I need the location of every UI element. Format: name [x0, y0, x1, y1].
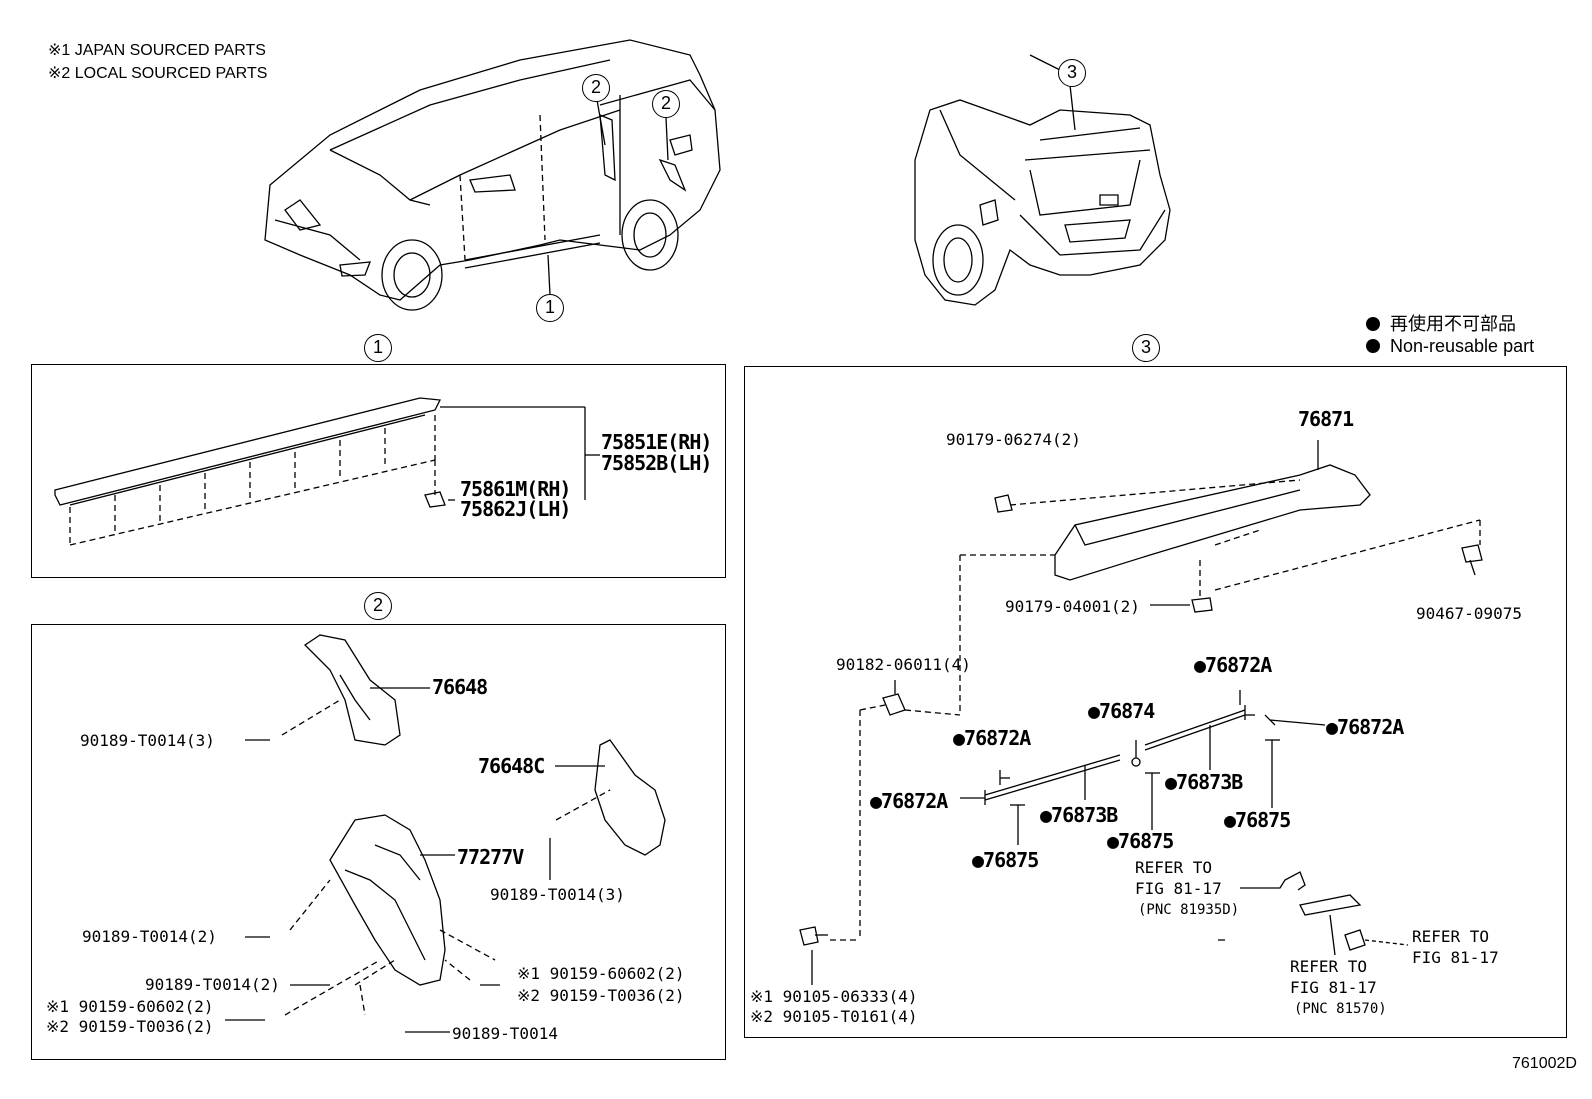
part-76871[interactable]: 76871	[1298, 407, 1354, 431]
refer-pnc-1[interactable]: (PNC 81935D)	[1138, 902, 1240, 918]
callout-3-panel: 3	[1132, 334, 1160, 362]
part-76874[interactable]: ●76874	[1088, 699, 1155, 723]
callout-3-car: 3	[1058, 59, 1086, 87]
part-76875-c[interactable]: ●76875	[972, 848, 1039, 872]
part-77277v[interactable]: 77277V	[457, 845, 524, 869]
callout-1-car: 1	[536, 294, 564, 322]
note-local-sourced: ※2 LOCAL SOURCED PARTS	[48, 65, 268, 82]
part-90159-t0036-right[interactable]: ※2 90159-T0036(2)	[517, 986, 685, 1005]
spoiler-drawing	[799, 440, 1483, 985]
part-90467-09075[interactable]: 90467-09075	[1416, 604, 1522, 623]
part-76648c[interactable]: 76648C	[478, 754, 545, 778]
part-90189-t0014-3-a[interactable]: 90189-T0014(3)	[80, 731, 215, 750]
part-90159-t0036-left[interactable]: ※2 90159-T0036(2)	[46, 1017, 214, 1036]
panel-1-frame	[31, 364, 726, 578]
part-90189-t0014-3-b[interactable]: 90189-T0014(3)	[490, 885, 625, 904]
refer-fig-3[interactable]: FIG 81-17	[1412, 948, 1499, 967]
car-front-illustration	[264, 39, 721, 311]
refer-fig-2[interactable]: FIG 81-17	[1290, 978, 1377, 997]
part-90179-04001[interactable]: 90179-04001(2)	[1005, 597, 1140, 616]
car-rear-illustration	[914, 54, 1171, 306]
part-90182-06011[interactable]: 90182-06011(4)	[836, 655, 971, 674]
part-76648[interactable]: 76648	[432, 675, 488, 699]
part-90179-06274[interactable]: 90179-06274(2)	[946, 430, 1081, 449]
part-75862j-lh[interactable]: 75862J(LH)	[460, 497, 571, 521]
legend-en: Non-reusable part	[1366, 336, 1534, 357]
refer-pnc-2[interactable]: (PNC 81570)	[1294, 1001, 1387, 1017]
part-76872a-mid[interactable]: ●76872A	[953, 726, 1031, 750]
callout-2-car-a: 2	[582, 74, 610, 102]
part-90189-t0014-2-b[interactable]: 90189-T0014(2)	[145, 975, 280, 994]
part-75851e-rh[interactable]: 75851E(RH)	[601, 430, 712, 454]
refer-to-1[interactable]: REFER TO	[1135, 858, 1213, 877]
part-90105-06333[interactable]: ※1 90105-06333(4)	[750, 987, 918, 1006]
refer-fig-1[interactable]: FIG 81-17	[1135, 879, 1222, 898]
figure-id: 761002D	[1512, 1055, 1577, 1072]
callout-2-car-b: 2	[652, 90, 680, 118]
part-76873b-right[interactable]: ●76873B	[1165, 770, 1243, 794]
part-76872a-right[interactable]: ●76872A	[1326, 715, 1404, 739]
note-japan-sourced: ※1 JAPAN SOURCED PARTS	[48, 42, 266, 59]
non-reusable-dot-icon	[1366, 339, 1380, 353]
panel-3-frame	[744, 366, 1567, 1038]
part-90189-t0014[interactable]: 90189-T0014	[452, 1024, 558, 1043]
part-75852b-lh[interactable]: 75852B(LH)	[601, 451, 712, 475]
part-76873b-left[interactable]: ●76873B	[1040, 803, 1118, 827]
refer-to-3[interactable]: REFER TO	[1412, 927, 1490, 946]
callout-2-panel: 2	[364, 592, 392, 620]
non-reusable-dot-icon	[1366, 317, 1380, 331]
mudguard-drawing	[225, 634, 666, 1033]
legend-jp: 再使用不可部品	[1366, 310, 1516, 336]
rocker-moulding-drawing	[54, 397, 600, 546]
part-76872a-top[interactable]: ●76872A	[1194, 653, 1272, 677]
part-75861m-rh[interactable]: 75861M(RH)	[460, 477, 571, 501]
part-90159-60602-right[interactable]: ※1 90159-60602(2)	[517, 964, 685, 983]
refer-to-2[interactable]: REFER TO	[1290, 957, 1368, 976]
part-76872a-left[interactable]: ●76872A	[870, 789, 948, 813]
part-76875-a[interactable]: ●76875	[1224, 808, 1291, 832]
panel-2-frame	[31, 624, 726, 1060]
callout-1-panel: 1	[364, 334, 392, 362]
part-90105-t0161[interactable]: ※2 90105-T0161(4)	[750, 1007, 918, 1026]
part-90189-t0014-2-a[interactable]: 90189-T0014(2)	[82, 927, 217, 946]
part-90159-60602-left[interactable]: ※1 90159-60602(2)	[46, 997, 214, 1016]
part-76875-b[interactable]: ●76875	[1107, 829, 1174, 853]
